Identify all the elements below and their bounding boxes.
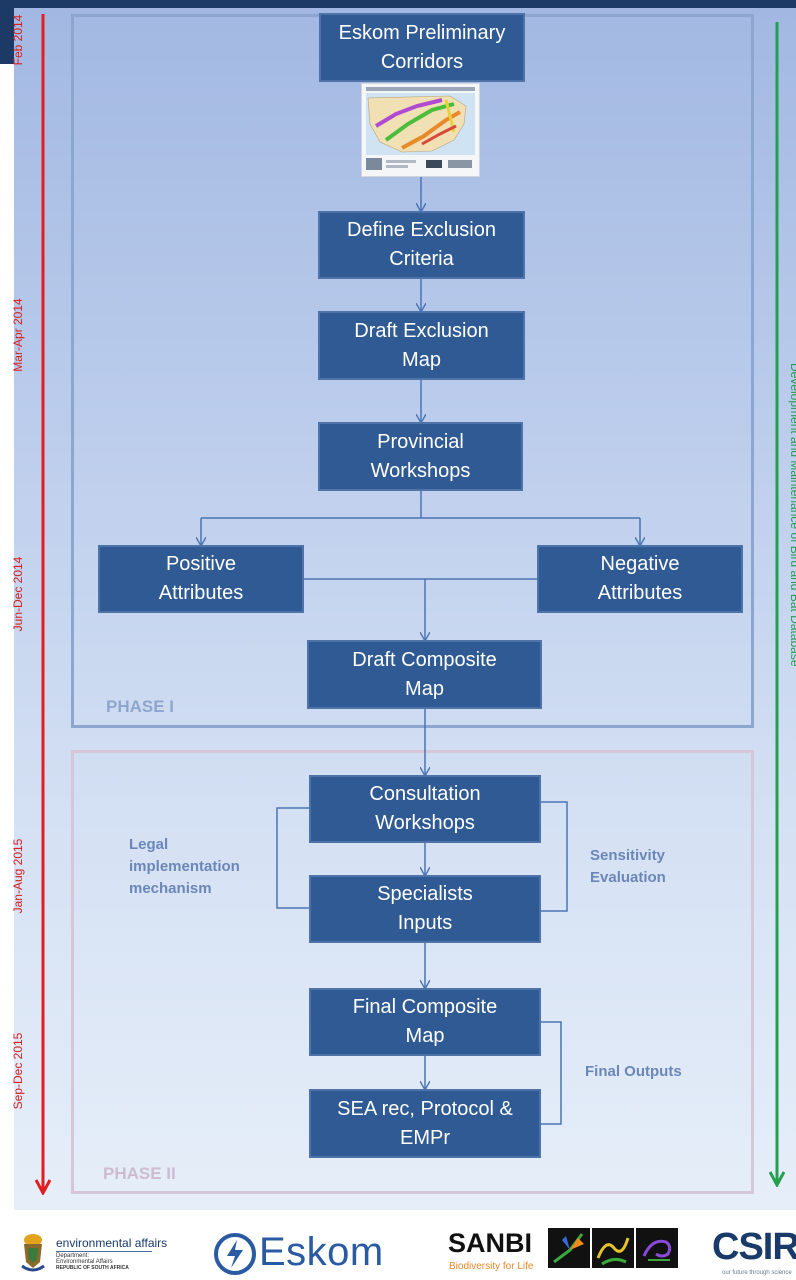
eskom-corridor-map-thumbnail xyxy=(361,83,480,177)
date-label-feb-2014: Feb 2014 xyxy=(11,14,25,66)
node-draft-exclusion-map: Draft Exclusion Map xyxy=(318,311,525,380)
node-consultation-workshops: Consultation Workshops xyxy=(309,775,541,843)
date-label-jun-dec-2014: Jun-Dec 2014 xyxy=(11,556,25,632)
dea-line-environmental-affairs: Environmental Affairs xyxy=(56,1259,113,1265)
csir-wordmark: CSIR xyxy=(712,1226,796,1268)
dea-title: environmental affairs xyxy=(56,1236,168,1250)
csir-tagline: our future through science xyxy=(722,1270,792,1276)
phase-one-label: PHASE I xyxy=(106,697,175,716)
date-label-jan-aug-2015: Jan-Aug 2015 xyxy=(11,838,25,914)
left-edge-tab xyxy=(0,8,14,64)
connector-final-outputs-loop xyxy=(541,1021,562,1125)
node-positive-attributes: Positive Attributes xyxy=(98,545,304,613)
dea-logo: environmental affairs Department: Enviro… xyxy=(18,1232,167,1272)
coat-of-arms-icon xyxy=(21,1234,45,1272)
date-label-mar-apr-2014: Mar-Apr 2014 xyxy=(11,298,25,372)
bird-bat-database-label: Development and Maintenance of Bird and … xyxy=(788,363,796,667)
eskom-emblem-icon xyxy=(214,1233,256,1275)
sensitivity-evaluation-label: Sensitivity Evaluation xyxy=(590,847,666,886)
node-provincial-workshops: Provincial Workshops xyxy=(318,422,523,491)
phase-two-label: PHASE II xyxy=(103,1164,176,1183)
node-specialists-inputs: Specialists Inputs xyxy=(309,875,541,943)
protea-leaf-icon xyxy=(592,1228,634,1268)
legal-implementation-label: Legal implementation mechanism xyxy=(129,836,240,897)
top-band xyxy=(0,0,796,8)
sanbi-tagline: Biodiversity for Life xyxy=(449,1261,534,1272)
chameleon-icon xyxy=(636,1228,678,1268)
footer-logo-bar: environmental affairs Department: Enviro… xyxy=(0,1210,796,1280)
node-final-composite-map: Final Composite Map xyxy=(309,988,541,1056)
date-label-sep-dec-2015: Sep-Dec 2015 xyxy=(11,1032,25,1110)
node-sea-rec-protocol-empr: SEA rec, Protocol & EMPr xyxy=(309,1089,541,1158)
sanbi-logo: SANBI Biodiversity for Life xyxy=(448,1228,678,1278)
sanbi-wordmark: SANBI xyxy=(448,1228,533,1258)
connector-legal-loop xyxy=(276,807,309,909)
dea-line-republic: REPUBLIC OF SOUTH AFRICA xyxy=(56,1265,129,1271)
node-negative-attributes: Negative Attributes xyxy=(537,545,743,613)
node-eskom-preliminary-corridors: Eskom Preliminary Corridors xyxy=(319,13,525,82)
csir-logo: CSIR our future through science xyxy=(712,1226,796,1280)
node-draft-composite-map: Draft Composite Map xyxy=(307,640,542,709)
connector-sensitivity-loop xyxy=(541,801,568,912)
eskom-wordmark: Eskom xyxy=(259,1230,384,1274)
node-define-exclusion-criteria: Define Exclusion Criteria xyxy=(318,211,525,279)
dea-line-department: Department: xyxy=(56,1253,90,1259)
eskom-logo: Eskom xyxy=(213,1228,395,1280)
strelitzia-flower-icon xyxy=(548,1228,590,1268)
final-outputs-label: Final Outputs xyxy=(585,1063,682,1080)
phase-two-box xyxy=(71,750,754,1194)
